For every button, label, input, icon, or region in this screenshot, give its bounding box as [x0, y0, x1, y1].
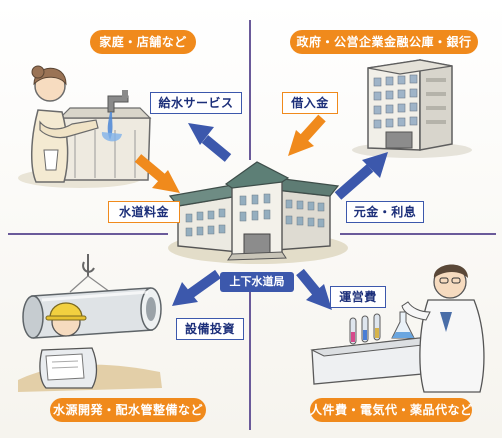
quadrant-label-construction: 水源開発・配水管整備など [50, 398, 206, 422]
flow-arrows [134, 114, 388, 310]
flow-label-water-fee: 水道料金 [108, 201, 180, 223]
household-faucet-icon [18, 65, 152, 188]
water-supply-arrow [188, 123, 232, 162]
investment-arrow [172, 269, 221, 306]
flow-label-investment: 設備投資 [176, 318, 244, 340]
flow-label-operating-cost: 運営費 [330, 286, 386, 308]
flow-label-repayment: 元金・利息 [346, 201, 424, 223]
flow-label-borrowing: 借入金 [282, 92, 338, 114]
center-label-waterworks-bureau: 上下水道局 [220, 272, 294, 292]
repayment-arrow [334, 152, 388, 200]
quadrant-dividers [8, 20, 496, 430]
laboratory-scientist-icon [310, 264, 485, 393]
construction-worker-icon [18, 254, 162, 392]
borrowing-arrow [288, 114, 326, 156]
water-fee-arrow [134, 154, 180, 193]
quadrant-label-finance: 政府・公営企業金融公庫・銀行 [290, 30, 478, 54]
flow-label-water-supply: 給水サービス [150, 92, 242, 114]
operating-cost-arrow [296, 268, 332, 310]
quadrant-label-household: 家庭・店舗など [90, 30, 196, 54]
municipal-building-icon [168, 161, 348, 264]
quadrant-label-operations: 人件費・電気代・薬品代など [310, 398, 472, 422]
